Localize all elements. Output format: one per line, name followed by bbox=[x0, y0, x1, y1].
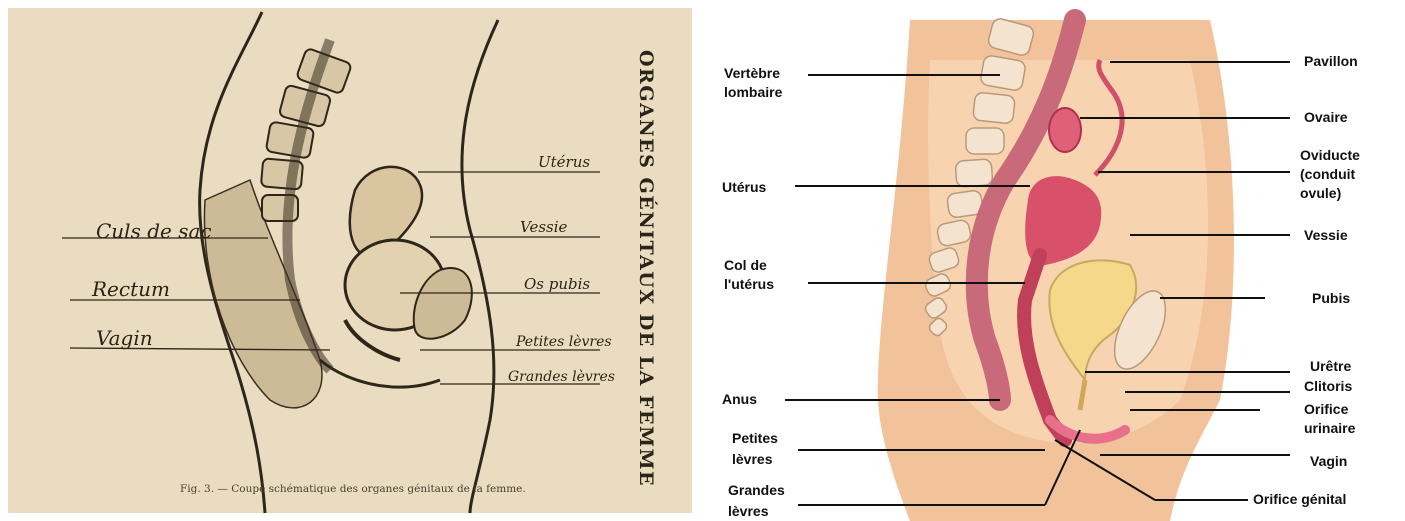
label-vessie: Vessie bbox=[520, 218, 568, 236]
label-grandes-levres: Grandes lèvres bbox=[728, 482, 789, 519]
label-rectum: Rectum bbox=[91, 277, 170, 301]
label-vessie: Vessie bbox=[1304, 227, 1348, 243]
label-anus: Anus bbox=[722, 391, 757, 407]
modern-diagram: Vertèbre lombaire Utérus Col de l'utérus… bbox=[700, 0, 1405, 521]
label-uterus: Utérus bbox=[722, 179, 767, 195]
figure-caption: Fig. 3. — Coupe schématique des organes … bbox=[180, 483, 526, 495]
label-uterus: Utérus bbox=[538, 153, 590, 171]
label-grandes-levres: Grandes lèvres bbox=[508, 369, 615, 385]
label-vagin: Vagin bbox=[1310, 453, 1347, 469]
label-uretre: Urêtre bbox=[1310, 358, 1351, 374]
label-vagin: Vagin bbox=[96, 326, 153, 350]
label-petites-levres: Petites lèvres bbox=[515, 334, 612, 350]
label-orifice-urinaire: Orifice urinaire bbox=[1304, 401, 1356, 436]
label-culs-de-sac: Culs de sac bbox=[96, 219, 212, 243]
label-oviducte: Oviducte (conduit ovule) bbox=[1300, 147, 1364, 201]
label-orifice-genital: Orifice génital bbox=[1253, 491, 1346, 507]
label-ovaire: Ovaire bbox=[1304, 109, 1348, 125]
ovary-shape bbox=[1049, 108, 1081, 152]
label-clitoris: Clitoris bbox=[1304, 378, 1352, 394]
label-petites-levres: Petites lèvres bbox=[732, 430, 782, 467]
label-pubis: Pubis bbox=[1312, 290, 1350, 306]
paper-background bbox=[8, 8, 692, 513]
label-pavillon: Pavillon bbox=[1304, 53, 1358, 69]
modern-anatomy-panel: Vertèbre lombaire Utérus Col de l'utérus… bbox=[700, 0, 1405, 521]
vintage-diagram: Culs de sac Rectum Vagin Utérus Vessie O… bbox=[0, 0, 700, 521]
vertical-title: ORGANES GÉNITAUX DE LA FEMME bbox=[635, 50, 658, 487]
label-col-uterus: Col de l'utérus bbox=[724, 257, 774, 292]
label-os-pubis: Os pubis bbox=[524, 275, 590, 293]
label-vertebre-lombaire: Vertèbre lombaire bbox=[724, 65, 784, 100]
vintage-anatomy-panel: Culs de sac Rectum Vagin Utérus Vessie O… bbox=[0, 0, 700, 521]
